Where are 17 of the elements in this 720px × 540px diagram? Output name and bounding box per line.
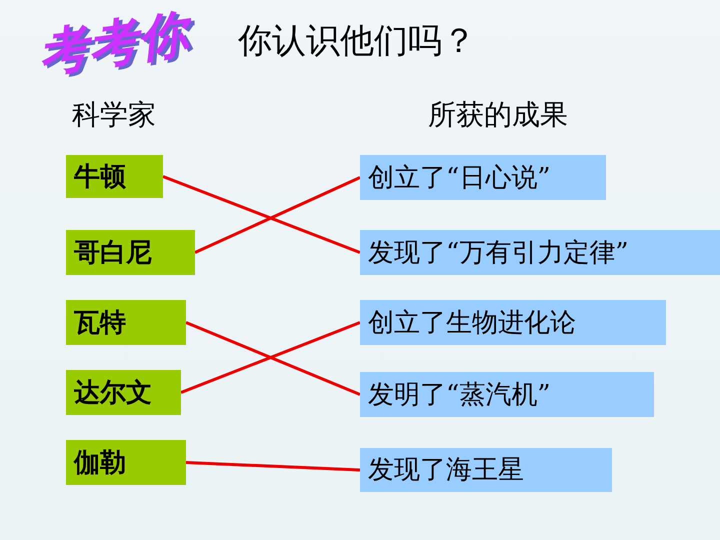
scientist-box: 牛顿	[66, 155, 163, 198]
column-heading: 科学家	[72, 97, 156, 133]
achievement-box: 发现了海王星	[360, 448, 612, 492]
achievement-box: 创立了“日心说”	[360, 155, 606, 200]
achievement-box: 发明了“蒸汽机”	[360, 372, 654, 417]
connecting-line	[186, 461, 360, 472]
scientist-box: 哥白尼	[66, 230, 195, 275]
scientist-box: 伽勒	[66, 440, 186, 485]
column-heading: 所获的成果	[428, 97, 568, 133]
scientist-box: 瓦特	[66, 300, 186, 345]
achievement-box: 发现了“万有引力定律”	[360, 230, 720, 275]
achievement-box: 创立了生物进化论	[360, 300, 666, 345]
connecting-line	[194, 176, 361, 254]
question-text: 你认识他们吗？	[238, 20, 476, 63]
scientist-box: 达尔文	[66, 370, 181, 415]
title: 考考你	[34, 2, 192, 84]
connecting-line	[162, 175, 361, 254]
